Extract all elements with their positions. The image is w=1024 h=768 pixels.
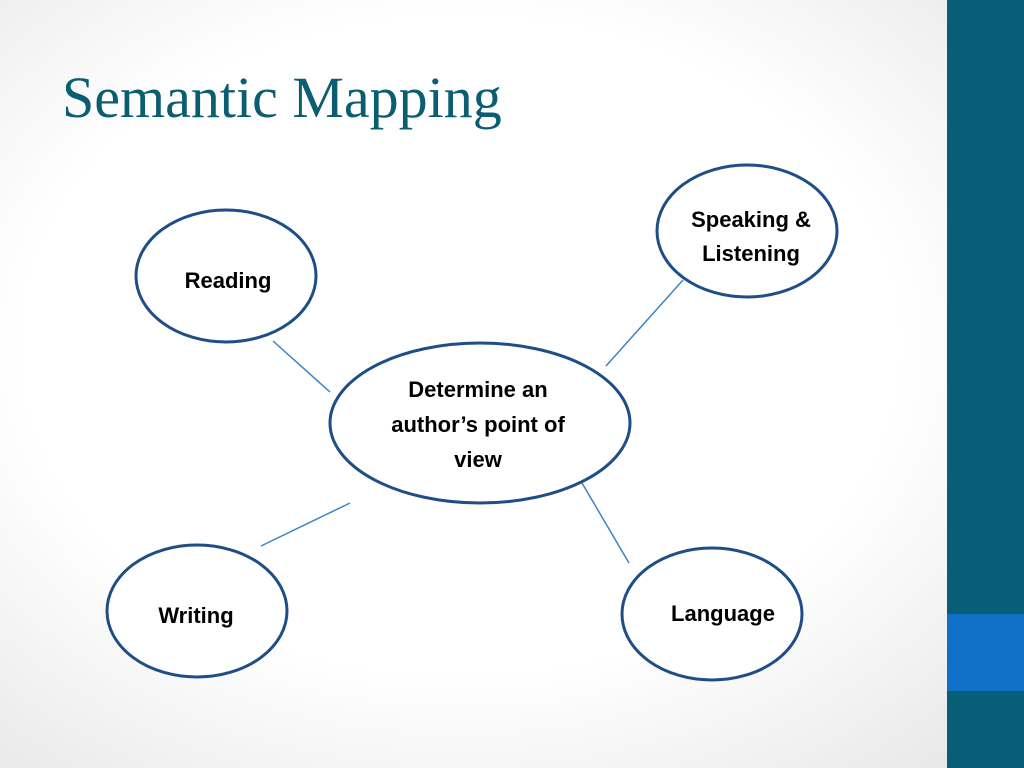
center-node-label-line: author’s point of xyxy=(391,412,565,437)
node-speaking-listening-ellipse xyxy=(655,163,839,299)
semantic-map-diagram: Determine an author’s point of view Reading… xyxy=(105,163,839,682)
side-bar-accent xyxy=(947,614,1024,691)
connector-writing xyxy=(260,502,351,547)
node-language: Language xyxy=(620,546,804,682)
node-speaking-listening: Speaking & Listening xyxy=(655,163,839,299)
center-node-label-line: Determine an xyxy=(408,377,547,402)
node-writing-label-line: Writing xyxy=(158,603,233,628)
node-reading: Reading xyxy=(134,208,318,344)
nodes: Determine an author’s point of view Reading… xyxy=(105,163,839,682)
slide-title: Semantic Mapping xyxy=(62,65,502,130)
connectors xyxy=(260,279,684,564)
node-language-label: Language xyxy=(671,601,775,626)
connector-speaking xyxy=(605,279,684,367)
node-writing-ellipse xyxy=(105,543,289,679)
center-node: Determine an author’s point of view xyxy=(328,341,632,505)
node-language-ellipse xyxy=(620,546,804,682)
node-reading-label: Reading xyxy=(185,268,272,293)
center-node-label: Determine an author’s point of view xyxy=(391,377,565,472)
node-speaking-listening-label: Speaking & Listening xyxy=(691,207,811,266)
node-speaking-listening-label-line: Speaking & xyxy=(691,207,811,232)
center-node-ellipse xyxy=(328,341,632,505)
node-language-label-line: Language xyxy=(671,601,775,626)
node-reading-label-line: Reading xyxy=(185,268,272,293)
node-writing: Writing xyxy=(105,543,289,679)
connector-language xyxy=(581,482,630,564)
node-reading-ellipse xyxy=(134,208,318,344)
node-speaking-listening-label-line: Listening xyxy=(702,241,800,266)
center-node-label-line: view xyxy=(454,447,503,472)
connector-reading xyxy=(272,340,331,393)
node-writing-label: Writing xyxy=(158,603,233,628)
